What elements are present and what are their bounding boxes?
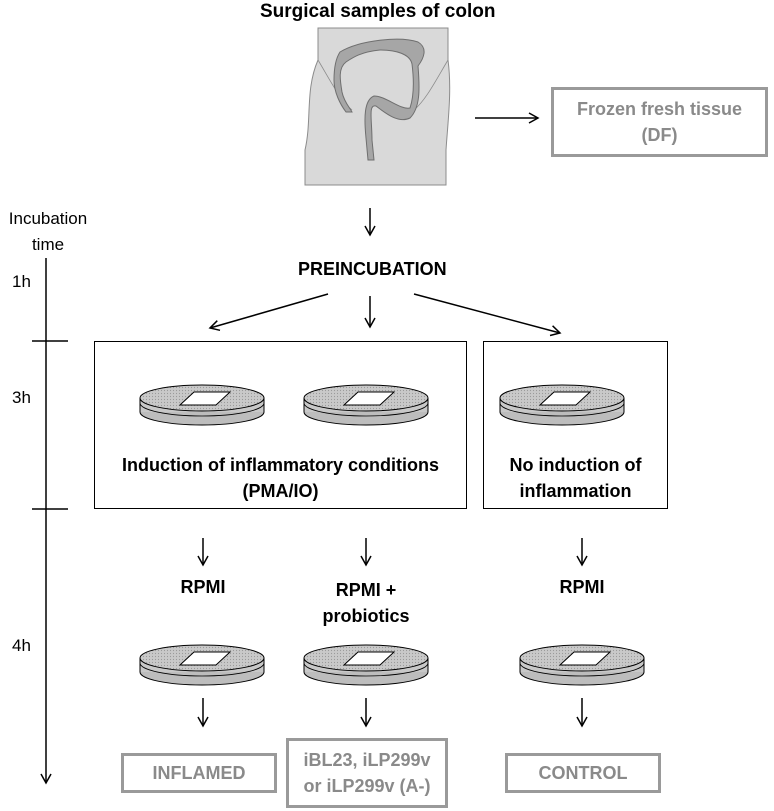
timeline-step-1h: 1h (12, 272, 31, 291)
inflamed-outcome-box: INFLAMED (121, 753, 277, 793)
inflammation-line1: Induction of inflammatory conditions (122, 455, 439, 475)
timeline-label-line1: Incubation (8, 209, 88, 228)
no-inflammation-line1: No induction of (509, 455, 642, 475)
petri-dish-4 (139, 644, 265, 686)
probiotics-line2: or iLP299v (A-) (303, 776, 431, 796)
frozen-tissue-line2: (DF) (641, 125, 678, 145)
timeline-label: Incubation time (0, 206, 96, 258)
inflamed-label: INFLAMED (152, 763, 246, 783)
media-middle-line2: probiotics (322, 606, 410, 626)
timeline-label-line2: time (31, 235, 65, 254)
media-middle-line1: RPMI + (335, 580, 397, 600)
inflammation-box (94, 341, 467, 509)
inflammation-box-text: Induction of inflammatory conditions (PM… (94, 452, 467, 504)
control-label: CONTROL (538, 763, 628, 783)
no-inflammation-box (483, 341, 668, 509)
control-outcome-box: CONTROL (505, 753, 661, 793)
inflammation-line2: (PMA/IO) (242, 481, 319, 501)
page-title: Surgical samples of colon (260, 1, 496, 22)
media-right-label: RPMI (559, 577, 605, 597)
no-inflammation-box-text: No induction of inflammation (483, 452, 668, 504)
petri-dish-5 (303, 644, 429, 686)
media-middle-label: RPMI + probiotics (300, 577, 432, 629)
preincubation-label: PREINCUBATION (298, 259, 447, 279)
petri-dish-6 (519, 644, 645, 686)
timeline-step-3h: 3h (12, 388, 31, 407)
colon-illustration (304, 27, 451, 186)
frozen-tissue-box: Frozen fresh tissue (DF) (551, 87, 768, 157)
probiotics-outcome-box: iBL23, iLP299v or iLP299v (A-) (286, 738, 448, 808)
frozen-tissue-line1: Frozen fresh tissue (576, 99, 743, 119)
no-inflammation-line2: inflammation (519, 481, 632, 501)
timeline-step-4h: 4h (12, 636, 31, 655)
media-left-label: RPMI (180, 577, 226, 597)
probiotics-line1: iBL23, iLP299v (303, 750, 431, 770)
timeline-axis (32, 258, 68, 785)
